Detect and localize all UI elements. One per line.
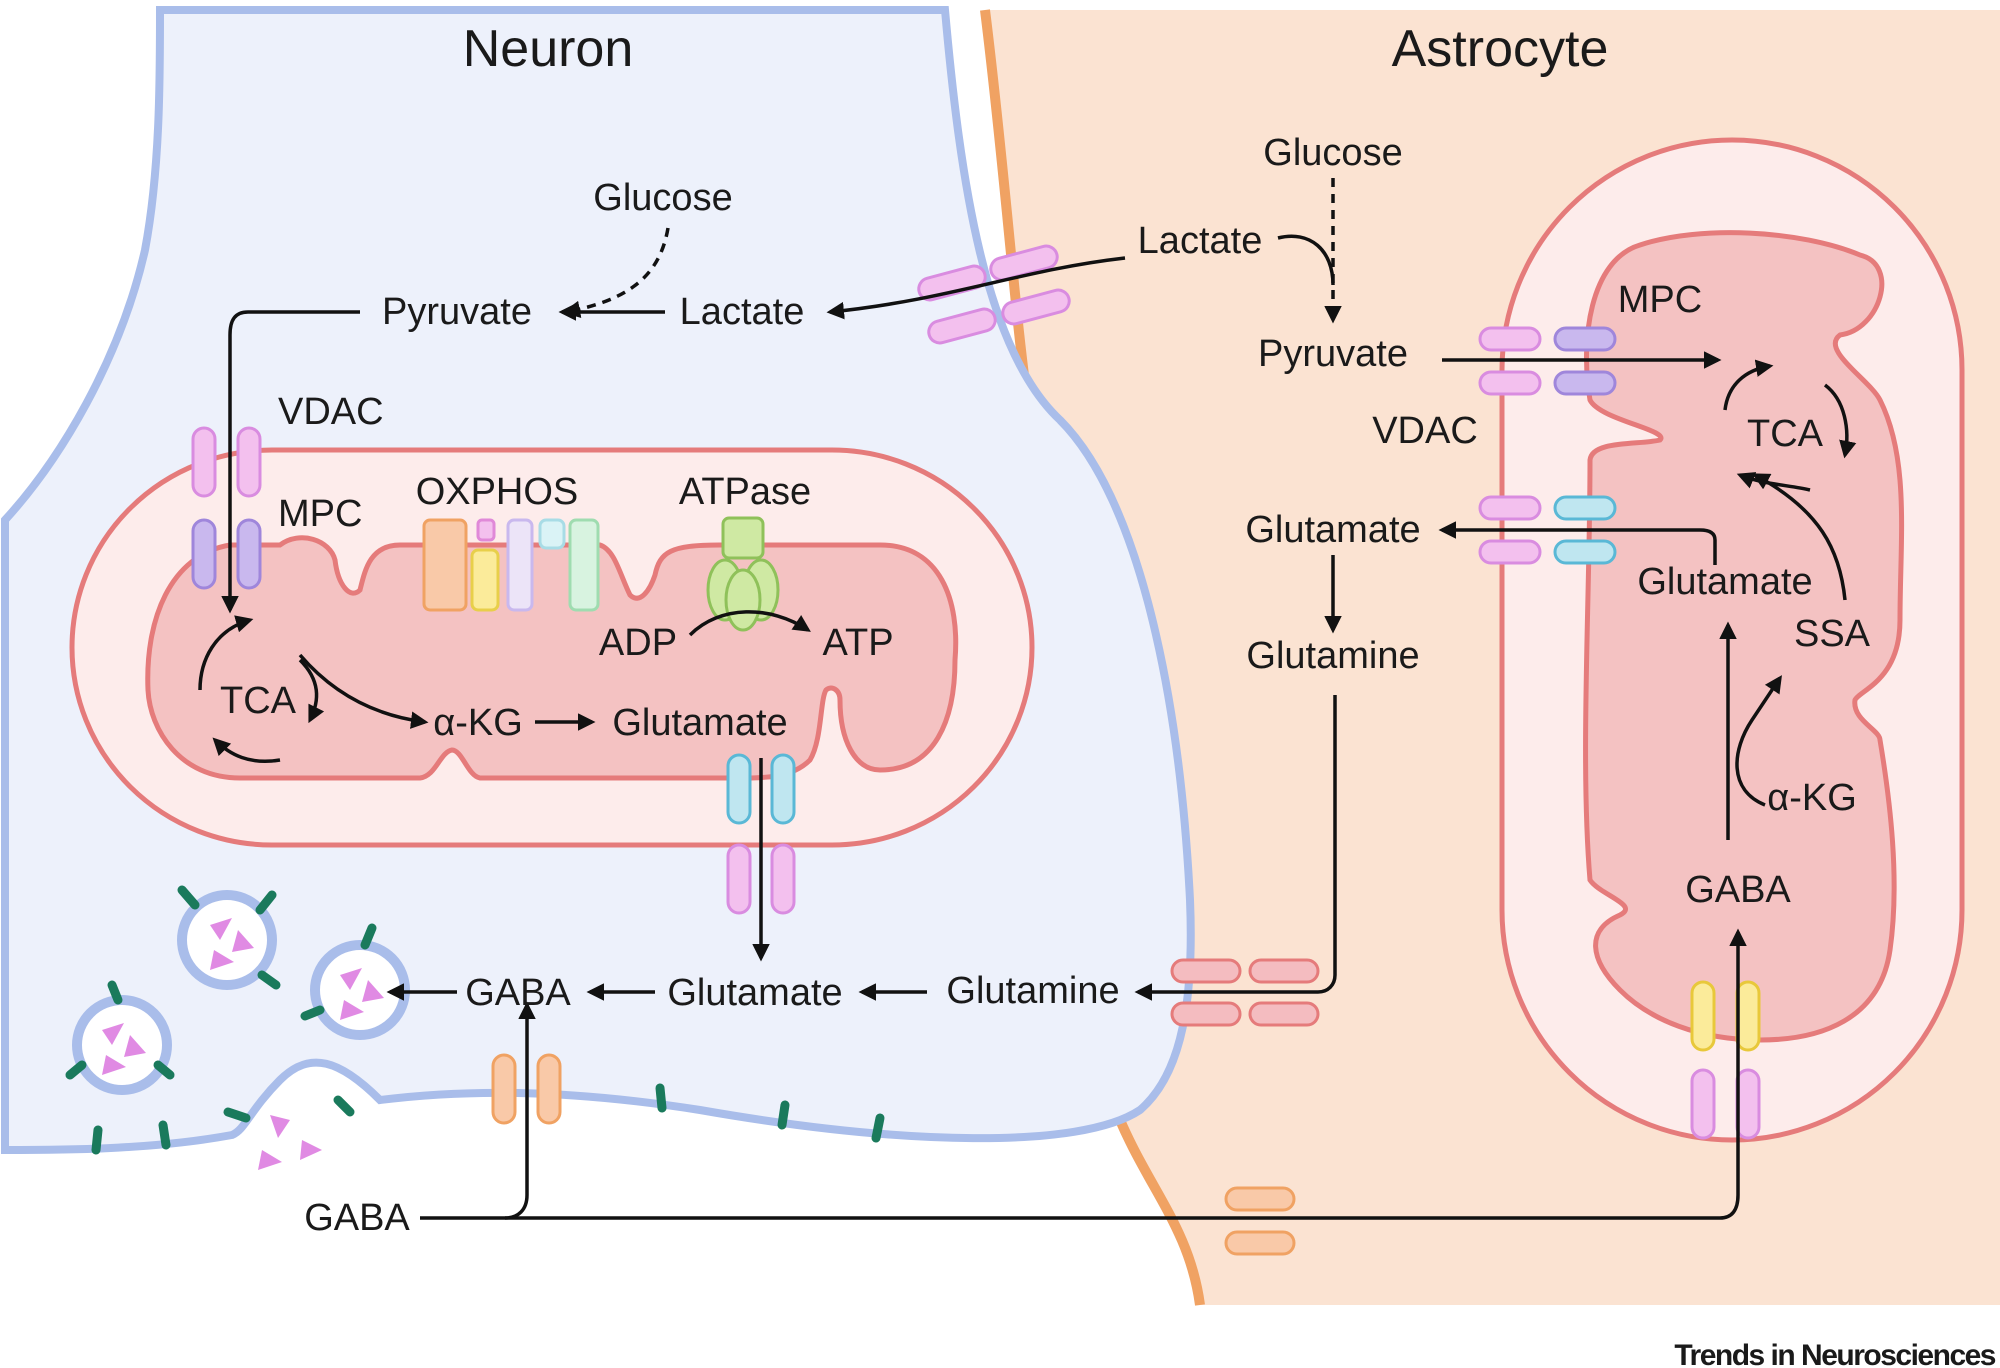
mct-transporter-3 [927, 307, 997, 345]
oxphos-complex-6 [568, 518, 600, 612]
title-neuron: Neuron [463, 20, 634, 78]
mct-transporter-1 [917, 264, 987, 302]
astro-gaba-pink-right [1735, 1068, 1761, 1140]
tca-cycle-arrow-3 [212, 737, 281, 763]
astro-glu-cyan-top [1553, 495, 1617, 521]
released-gaba [258, 1115, 322, 1170]
astro-mpc-top [1553, 326, 1617, 352]
arrow-tca-akg [298, 653, 429, 729]
astro-gaba-pink-left [1690, 1068, 1716, 1140]
oxphos-complex-5 [538, 518, 566, 550]
neuron-glu-carrier-cyan-right [770, 753, 796, 825]
oxphos-complex-4 [506, 518, 534, 612]
label-astro-mpc: MPC [1618, 279, 1702, 321]
label-atpase: ATPase [679, 471, 811, 513]
label-astro-lactate: Lactate [1138, 220, 1263, 262]
arrow-lactate-pyruvate-astrocyte [1277, 234, 1335, 286]
label-neuron-glutamate-mito: Glutamate [612, 702, 787, 744]
label-neuron-mpc: MPC [278, 493, 362, 535]
neuron-mpc-right [236, 518, 262, 590]
label-astro-gaba: GABA [1685, 869, 1791, 911]
synaptic-vesicle-1 [177, 885, 281, 990]
neuron-glu-carrier-pink-left [726, 843, 752, 915]
arrow-glucose-pyruvate-neuron [562, 227, 670, 319]
label-adp: ADP [599, 622, 677, 664]
gln-transporter-2 [1248, 958, 1320, 984]
label-oxphos: OXPHOS [416, 471, 579, 513]
journal-logo: Trends in Neurosciences [1674, 1339, 1995, 1368]
label-astro-glutamate-mito: Glutamate [1637, 561, 1812, 603]
label-neuron-lactate: Lactate [680, 291, 805, 333]
label-astro-tca: TCA [1747, 413, 1824, 455]
title-astrocyte: Astrocyte [1392, 20, 1609, 78]
tca-cycle-arrow-2 [298, 658, 325, 724]
neuron-glu-carrier-cyan-left [726, 753, 752, 825]
gln-transporter-1 [1170, 958, 1242, 984]
label-neuron-glutamate: Glutamate [667, 972, 842, 1014]
label-astro-vdac: VDAC [1372, 410, 1478, 452]
neuron-gat-left [491, 1053, 517, 1125]
label-astro-glucose: Glucose [1263, 132, 1402, 174]
arrow-pyruvate-into-mito [221, 310, 360, 614]
arrow-gaba-uptake-astrocyte [505, 928, 1747, 1220]
oxphos-complex-3 [470, 548, 500, 612]
label-neuron-pyruvate: Pyruvate [382, 291, 532, 333]
gln-transporter-4 [1248, 1001, 1320, 1027]
synaptic-vesicle-2 [300, 923, 410, 1040]
neuron-glu-carrier-pink-right [770, 843, 796, 915]
neuron-gat-right [536, 1053, 562, 1125]
neuron-mpc-left [191, 518, 217, 590]
tca-cycle-arrow-1 [198, 615, 254, 691]
astro-gat-2 [1224, 1230, 1296, 1256]
gaba-receptors [91, 1083, 885, 1155]
synaptic-vesicle-3 [65, 980, 175, 1095]
astro-gaba-yellow-right [1735, 980, 1761, 1052]
astro-gat-1 [1224, 1186, 1296, 1212]
neuron-vdac-right [236, 426, 262, 498]
arrow-glutamine-to-neuron [1134, 695, 1337, 1001]
label-neuron-glucose: Glucose [593, 177, 732, 219]
label-neuron-glutamine: Glutamine [946, 970, 1119, 1012]
label-atp: ATP [822, 622, 893, 664]
label-astro-pyruvate: Pyruvate [1258, 333, 1408, 375]
astro-tca-arrow-2 [1823, 383, 1857, 459]
astro-glu-pink-top [1478, 495, 1542, 521]
label-astro-glutamate: Glutamate [1245, 509, 1420, 551]
label-neuron-vdac: VDAC [278, 391, 384, 433]
gln-transporter-3 [1170, 1001, 1242, 1027]
label-neuron-tca: TCA [220, 680, 297, 722]
astro-gaba-yellow-left [1690, 980, 1716, 1052]
label-astro-glutamine: Glutamine [1246, 635, 1419, 677]
label-neuron-gaba: GABA [465, 972, 571, 1014]
astrocyte-mitochondrion-inner [1583, 230, 1905, 1043]
oxphos-complex-2 [476, 518, 496, 542]
atp-synthase [706, 516, 780, 632]
astro-tca-arrow-1 [1723, 359, 1774, 411]
astro-vdac-top [1478, 326, 1542, 352]
neuron-vdac-left [191, 426, 217, 498]
arrow-lactate-shuttle [826, 256, 1126, 320]
arrow-adp-atp [688, 610, 811, 637]
label-astro-ssa: SSA [1794, 613, 1871, 655]
mct-transporter-4 [1001, 288, 1071, 326]
label-neuron-akg: α-KG [433, 702, 523, 744]
oxphos-complex-1 [422, 518, 468, 612]
astro-mpc-bottom [1553, 370, 1617, 396]
astro-tca-arrow-3 [1751, 473, 1847, 601]
astro-vdac-bottom [1478, 370, 1542, 396]
label-cleft-gaba: GABA [304, 1197, 410, 1239]
astro-glu-pink-bottom [1478, 539, 1542, 565]
arrow-glutamate-export-astro [1438, 521, 1717, 565]
astro-glu-cyan-bottom [1553, 539, 1617, 565]
label-astro-akg: α-KG [1767, 777, 1857, 819]
astro-tca-arrow-4 [1736, 472, 1811, 492]
arrow-akg-ssa [1735, 675, 1782, 807]
